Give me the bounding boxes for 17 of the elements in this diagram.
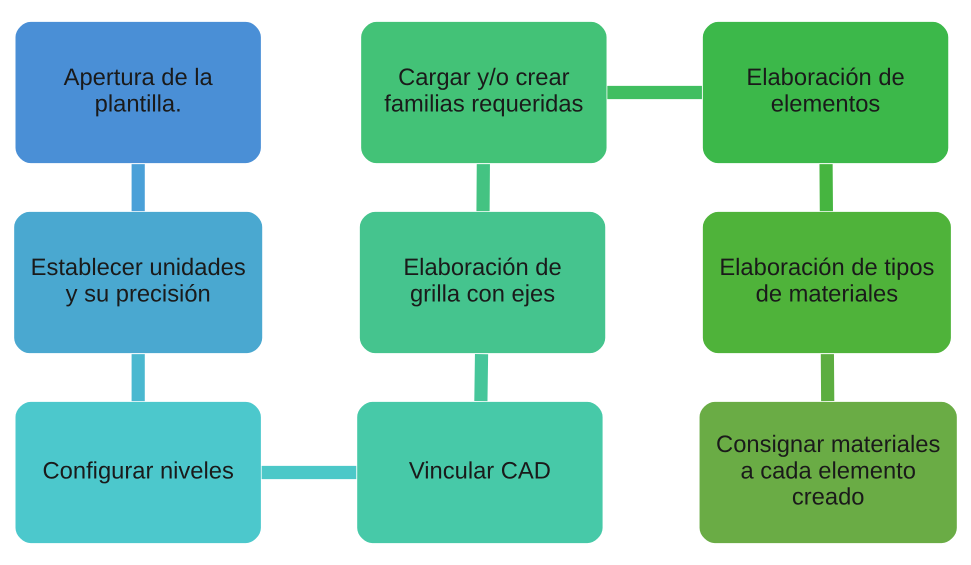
connector [262,466,356,480]
node-box: Configurar niveles [14,400,262,544]
connector [819,164,833,212]
node-box: Cargar y/o crear familias requeridas [360,20,608,164]
connector [132,164,145,212]
node-box: Elaboración de grilla con ejes [358,210,607,354]
connector [607,86,702,100]
connector [820,354,834,402]
connector [132,354,145,402]
node-box: Consignar materiales a cada elemento creado [698,400,958,544]
node-box: Vincular CAD [356,400,604,544]
node-box: Apertura de la plantilla. [14,20,262,164]
node-box: Establecer unidades y su precisión [12,210,264,354]
node-box: Elaboración de tipos de materiales [702,210,952,354]
node-box: Elaboración de elementos [702,20,950,164]
connector [476,164,490,212]
connector [474,354,488,402]
